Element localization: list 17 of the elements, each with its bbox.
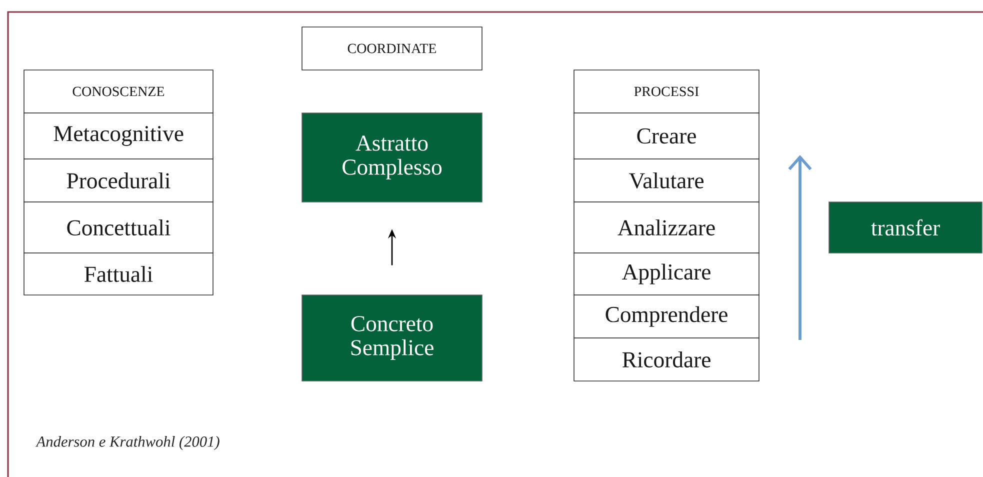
table-cell: Procedurali bbox=[24, 158, 214, 202]
table-cell: Applicare bbox=[574, 252, 760, 296]
table-cell: Comprendere bbox=[574, 294, 760, 338]
header-cell: CONOSCENZE bbox=[24, 70, 214, 114]
table-cell: Valutare bbox=[574, 158, 760, 202]
table-cell: Ricordare bbox=[574, 338, 760, 382]
concept-box: Astratto Complesso bbox=[302, 112, 482, 202]
concept-box: Concreto Semplice bbox=[302, 294, 482, 382]
header-cell: COORDINATE bbox=[302, 26, 482, 70]
table-cell: Fattuali bbox=[24, 252, 214, 296]
header-cell: PROCESSI bbox=[574, 70, 760, 114]
source-caption: Anderson e Krathwohl (2001) bbox=[35, 436, 220, 450]
concept-box: transfer bbox=[828, 202, 982, 254]
table-cell: Concettuali bbox=[24, 202, 214, 254]
table-cell: Metacognitive bbox=[24, 112, 214, 160]
table-cell: Creare bbox=[574, 112, 760, 160]
table-cell: Analizzare bbox=[574, 202, 760, 254]
